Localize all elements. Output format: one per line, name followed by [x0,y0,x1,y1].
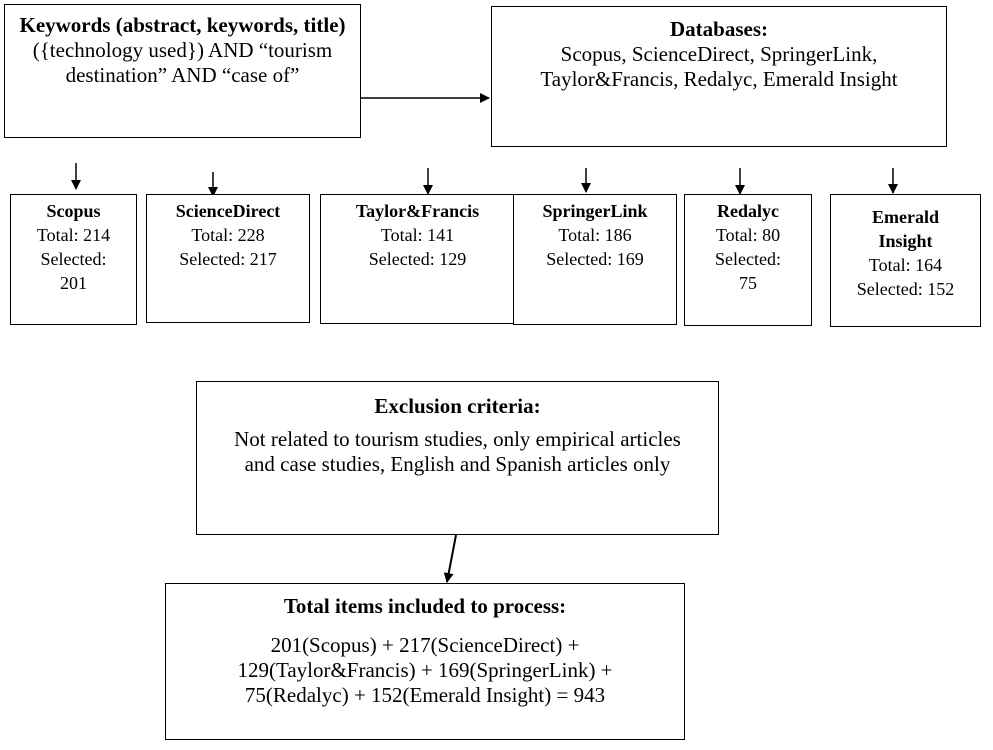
total-title: Total items included to process: [283,594,567,618]
arrow-exclusion-to-total [443,534,457,583]
db-box-scopus: Scopus Total: 214 Selected: 201 [10,194,137,325]
db-name: SpringerLink [542,201,648,221]
db-selected: Selected: 75 [715,249,781,293]
db-name: Redalyc [717,201,779,221]
exclusion-criteria-box: Exclusion criteria: Not related to touri… [196,381,719,535]
db-name: Emerald Insight [872,207,939,251]
exclusion-title: Exclusion criteria: [374,394,541,418]
db-name: ScienceDirect [175,201,281,221]
db-name: Taylor&Francis [355,201,480,221]
db-total: Total: 164 [868,255,943,275]
db-box-sciencedirect: ScienceDirect Total: 228 Selected: 217 [146,194,310,323]
total-formula: 201(Scopus) + 217(ScienceDirect) + 129(T… [237,633,613,707]
db-selected: Selected: 217 [179,249,277,269]
db-total: Total: 186 [558,225,632,245]
keywords-bold-text: Keywords (abstract, keywords, title) [19,13,346,37]
db-box-springerlink: SpringerLink Total: 186 Selected: 169 [513,194,677,325]
db-selected: Selected: 169 [546,249,644,269]
db-selected: Selected: 201 [40,249,107,293]
db-total: Total: 80 [715,225,781,245]
keywords-box: Keywords (abstract, keywords, title) ({t… [4,4,361,138]
db-box-taylor-francis: Taylor&Francis Total: 141 Selected: 129 [320,194,515,324]
databases-box: Databases: Scopus, ScienceDirect, Spring… [491,6,947,147]
db-total: Total: 228 [191,225,265,245]
databases-title: Databases: [670,17,768,41]
db-name: Scopus [46,201,101,221]
databases-list: Scopus, ScienceDirect, SpringerLink, Tay… [540,42,898,91]
db-box-redalyc: Redalyc Total: 80 Selected: 75 [684,194,812,326]
db-total: Total: 214 [36,225,111,245]
db-selected: Selected: 152 [856,279,955,299]
db-box-emerald-insight: Emerald Insight Total: 164 Selected: 152 [830,194,981,327]
db-selected: Selected: 129 [368,249,467,269]
total-items-box: Total items included to process: 201(Sco… [165,583,685,740]
exclusion-text: Not related to tourism studies, only emp… [234,427,681,476]
keywords-rest-text: ({technology used}) AND “tourism destina… [32,38,333,87]
db-total: Total: 141 [380,225,455,245]
